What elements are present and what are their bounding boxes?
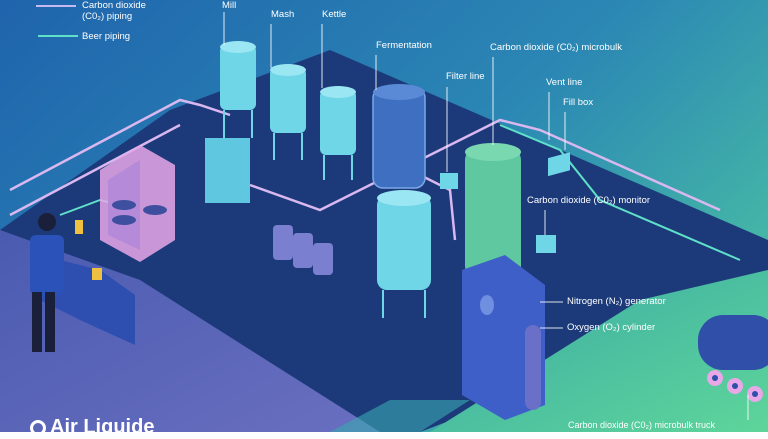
label-oxygen-cylinder: Oxygen (O₂) cylinder: [567, 322, 656, 333]
leader-lines: [223, 12, 749, 420]
label-kettle: Kettle: [322, 9, 347, 20]
label-vent-line: Vent line: [546, 77, 583, 88]
keg-cooler: [100, 145, 175, 262]
bright-tank: [377, 190, 431, 318]
label-mash: Mash: [271, 9, 295, 20]
label-co2-microbulk: Carbon dioxide (C0₂) microbulk: [490, 42, 622, 53]
air-liquide-logo: Air Liquide: [30, 416, 154, 439]
co2-monitor-device: [536, 235, 556, 253]
beer-piping-legend-label: Beer piping: [82, 31, 131, 42]
kettle-tank: [320, 86, 356, 180]
control-panel: [205, 138, 250, 203]
kegs: [273, 225, 333, 275]
label-mill: Mill: [222, 0, 237, 11]
co2-piping: [9, 98, 721, 241]
co2-piping-legend-label: Carbon dioxide (C0₂) piping: [82, 0, 146, 22]
co2-microbulk-truck: [698, 315, 768, 402]
co2-piping-legend-swatch: [36, 5, 76, 7]
mill-tank: [220, 41, 256, 138]
air-liquide-logo-icon: [30, 419, 46, 436]
label-co2-truck: Carbon dioxide (C0₂) microbulk truck: [568, 420, 716, 430]
beer-piping-legend-swatch: [38, 35, 78, 37]
logo-text: Air Liquide: [50, 416, 155, 438]
fill-box: [548, 152, 570, 177]
nitrogen-generator: [462, 255, 545, 420]
label-filter-line: Filter line: [446, 71, 485, 82]
bartender: [30, 213, 102, 352]
fermentation-tank: [372, 84, 426, 189]
filter-box: [440, 173, 458, 189]
label-fill-box: Fill box: [563, 97, 594, 108]
mash-tank: [270, 64, 306, 160]
label-nitrogen-generator: Nitrogen (N₂) generator: [567, 296, 666, 307]
label-co2-monitor: Carbon dioxide (C0₂) monitor: [527, 195, 651, 206]
co2-microbulk-tank: [465, 143, 521, 278]
oxygen-cylinder: [525, 325, 541, 410]
label-fermentation: Fermentation: [376, 40, 432, 51]
